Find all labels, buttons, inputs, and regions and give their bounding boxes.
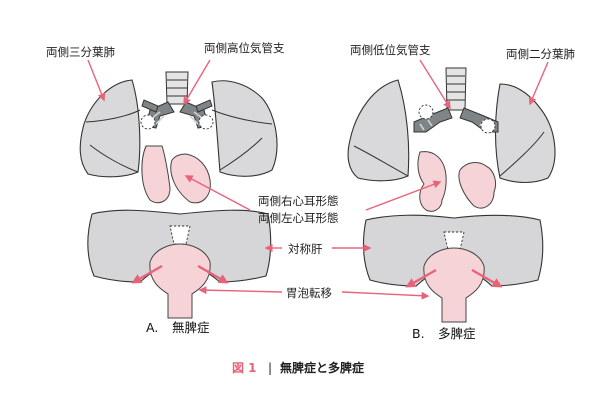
panel-a-right-lung [211, 80, 278, 177]
label-symmetric-liver: 対称肝 [288, 242, 323, 256]
panel-a-flow-right-arrow [197, 264, 229, 284]
panel-b-airway [413, 59, 499, 134]
panel-a-flow-left-arrow [131, 264, 163, 284]
panel-b-left-atrium-left [417, 151, 447, 212]
label-stomach-malposition: 胃泡転移 [286, 286, 332, 300]
panel-a-left-bronchus-ring [140, 114, 156, 130]
panel-a: A. 無脾症 [79, 59, 283, 335]
panel-a-airway [140, 59, 214, 130]
panel-b-left-lung [347, 79, 410, 182]
caption-figure-number: 図 1 [232, 361, 257, 375]
figure-caption: 図 1 | 無脾症と多脾症 [232, 360, 364, 375]
pointer-right-atrial-isomerism [184, 175, 251, 211]
panel-b-left-bronchus-ring [418, 104, 434, 120]
panel-b-stomach [423, 247, 485, 323]
pointer-stomach-a [198, 286, 283, 295]
label-bilateral-bilobed-lungs: 両側二分葉肺 [506, 47, 575, 61]
panel-a-stomach [149, 243, 211, 319]
panel-b-title: 多脾症 [438, 326, 476, 341]
panel-a-right-bronchus-ring [198, 114, 214, 130]
pointer-high-bronchi [183, 59, 211, 106]
pointer-left-atrial-isomerism [365, 180, 442, 211]
panel-a-title: 無脾症 [172, 320, 210, 335]
label-bilateral-trilobed-lungs: 両側三分葉肺 [46, 45, 115, 59]
label-bilateral-high-bronchi: 両側高位気管支 [204, 41, 285, 55]
panel-a-ivc [169, 225, 191, 245]
panel-b-ivc [443, 231, 465, 251]
panel-b-flow-right-arrow [471, 268, 503, 288]
caption-title: 無脾症と多脾症 [280, 360, 364, 375]
panel-b-right-lung [494, 83, 556, 184]
pointer-bilobed [528, 61, 549, 106]
panel-a-letter: A. [146, 320, 158, 335]
panel-b: B. 多脾症 [332, 59, 556, 341]
panel-b-left-atrium-right [458, 162, 497, 209]
label-bilateral-low-bronchi: 両側低位気管支 [350, 43, 431, 57]
pointer-low-bronchi [419, 59, 451, 110]
panel-b-letter: B. [412, 326, 425, 341]
panel-a-right-atrium-left [141, 145, 171, 204]
label-left-atrial-isomerism: 両側左心耳形態 [258, 211, 339, 225]
panel-b-flow-left-arrow [405, 268, 437, 288]
pointer-stomach-b [341, 291, 430, 300]
label-right-atrial-isomerism: 両側右心耳形態 [258, 194, 339, 208]
pointer-trilobed [87, 59, 106, 102]
panel-a-left-lung [79, 79, 141, 178]
panel-b-right-bronchus-ring [480, 118, 496, 134]
caption-separator: | [268, 361, 272, 375]
